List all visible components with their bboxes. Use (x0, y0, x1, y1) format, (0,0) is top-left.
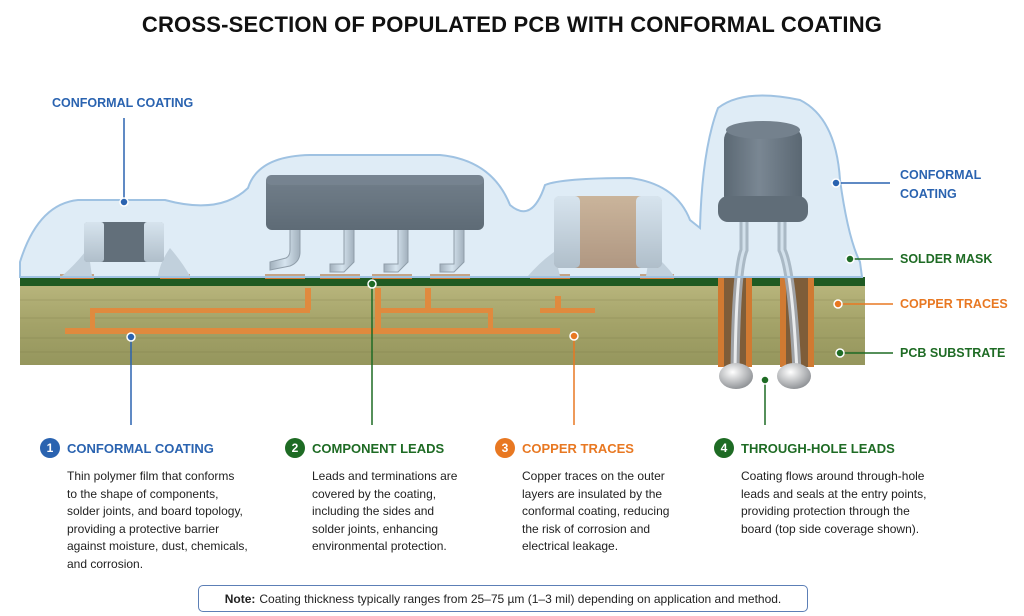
label-coating-line: COATING (900, 187, 957, 201)
description-line: board (top side coverage shown). (741, 521, 920, 536)
description-line: covered by the coating, (312, 486, 437, 501)
label-pcb-substrate: PCB SUBSTRATE (900, 346, 1006, 360)
description-line: the risk of corrosion and (522, 521, 651, 536)
section-title: THROUGH-HOLE LEADS (741, 440, 895, 456)
ceramic-capacitor (554, 196, 662, 268)
section-description: Thin polymer film that conforms to the s… (67, 468, 275, 574)
description-line: to the shape of components, (67, 486, 219, 501)
description-line: electrical leakage. (522, 539, 619, 554)
section-copper-traces: 3 COPPER TRACES Copper traces on the out… (495, 437, 710, 556)
section-title: COMPONENT LEADS (312, 440, 445, 456)
leader-dots (119, 178, 855, 385)
description-line: layers are insulated by the (522, 486, 663, 501)
section-description: Copper traces on the outer layers are in… (522, 468, 710, 556)
section-through-hole-leads: 4 THROUGH-HOLE LEADS Coating flows aroun… (714, 437, 974, 538)
label-conformal-coating-left: CONFORMAL COATING (52, 96, 194, 110)
description-line: against moisture, dust, chemicals, (67, 539, 248, 554)
section-title: CONFORMAL COATING (67, 440, 214, 456)
section-title: COPPER TRACES (522, 440, 634, 456)
internal-copper-traces (65, 288, 595, 334)
description-line: providing a protective barrier (67, 521, 220, 536)
note-box: Note: Coating thickness typically ranges… (198, 585, 808, 612)
description-line: Leads and terminations are (312, 469, 458, 483)
badge-number-1: 1 (40, 438, 60, 458)
section-description: Leads and terminations are covered by th… (312, 468, 495, 556)
description-line: solder joints, enhancing (312, 521, 439, 536)
description-line: and corrosion. (67, 556, 144, 571)
description-line: conformal coating, reducing (522, 504, 670, 519)
diagram-title: CROSS-SECTION OF POPULATED PCB WITH CONF… (141, 12, 883, 37)
through-hole-capacitor (718, 121, 808, 222)
description-line: Copper traces on the outer (522, 469, 665, 483)
description-line: including the sides and (312, 504, 435, 519)
label-solder-mask: SOLDER MASK (900, 252, 993, 266)
through-hole-solder-balls (719, 363, 811, 389)
description-line: solder joints, and board topology, (67, 504, 243, 519)
conformal-coating-layer (19, 94, 864, 278)
section-description: Coating flows around through-hole leads … (741, 468, 974, 538)
section-component-leads: 2 COMPONENT LEADS Leads and terminations… (285, 437, 495, 556)
leader-lines (123, 118, 893, 425)
through-hole-leads (730, 205, 802, 377)
label-copper-traces: COPPER TRACES (900, 297, 1008, 311)
note-text: Coating thickness typically ranges from … (259, 591, 782, 606)
note-label: Note: (224, 591, 256, 606)
badge-number-4: 4 (714, 438, 734, 458)
ic-package (266, 175, 484, 230)
section-conformal-coating: 1 CONFORMAL COATING Thin polymer film th… (40, 437, 275, 574)
description-line: Coating flows around through-hole (741, 469, 925, 483)
description-line: environmental protection. (312, 539, 447, 554)
solder-mask-layer (20, 277, 865, 286)
label-conformal-coating-right: CONFORMAL COATING (900, 166, 981, 204)
chip-resistor (84, 222, 164, 262)
label-conformal-line: CONFORMAL (900, 168, 982, 182)
description-line: Thin polymer film that conforms (67, 469, 235, 483)
description-line: providing protection through the (741, 504, 910, 519)
badge-number-3: 3 (495, 438, 515, 458)
pcb-cross-section-diagram (19, 94, 893, 425)
description-line: leads and seals at the entry points, (741, 486, 927, 501)
badge-number-2: 2 (285, 438, 305, 458)
